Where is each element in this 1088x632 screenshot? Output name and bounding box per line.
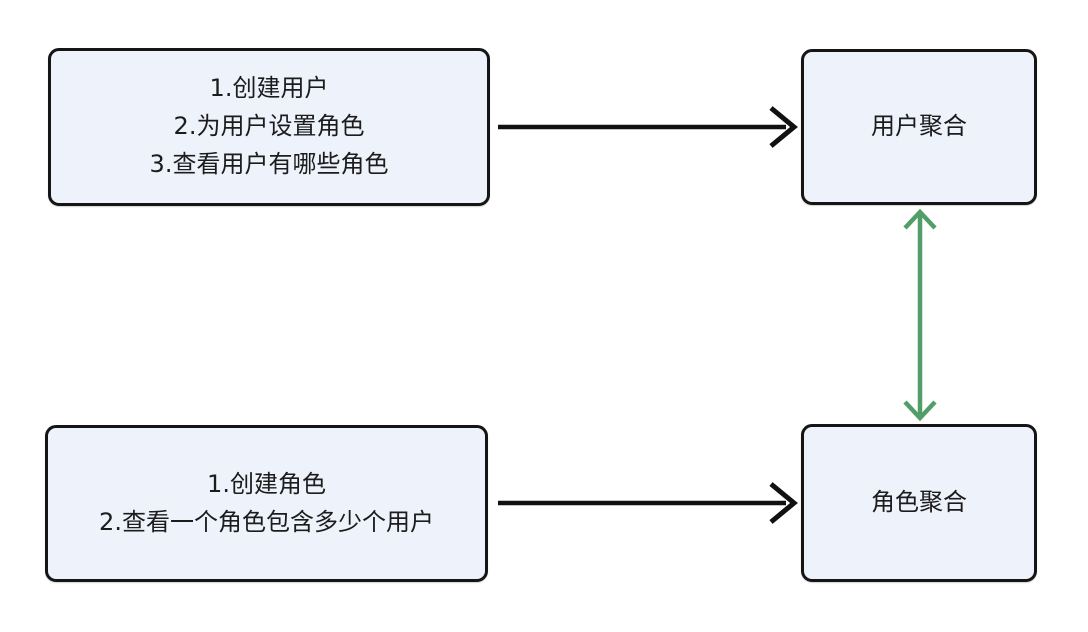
- user-commands-line-1: 1.创建用户: [209, 74, 329, 103]
- arrowhead-down-icon: [903, 400, 937, 422]
- user-commands-box: 1.创建用户 2.为用户设置角色 3.查看用户有哪些角色: [48, 48, 490, 206]
- arrow-user-aggregate-role-aggregate-link: [903, 208, 937, 422]
- arrowhead-right-icon: [769, 106, 798, 148]
- user-commands-line-2: 2.为用户设置角色: [173, 112, 365, 141]
- role-commands-line-1: 1.创建角色: [207, 469, 326, 498]
- arrow-role-tasks-to-role-aggregate: [498, 482, 798, 524]
- user-commands-line-3: 3.查看用户有哪些角色: [149, 149, 389, 178]
- user-aggregate-box: 用户聚合: [801, 49, 1037, 205]
- role-commands-box: 1.创建角色 2.查看一个角色包含多少个用户: [45, 425, 488, 582]
- arrowhead-up-icon: [903, 208, 937, 230]
- role-aggregate-box: 角色聚合: [801, 424, 1037, 582]
- arrowhead-right-icon: [769, 482, 798, 524]
- role-aggregate-label: 角色聚合: [871, 488, 967, 517]
- arrow-user-tasks-to-user-aggregate: [498, 106, 798, 148]
- user-aggregate-label: 用户聚合: [871, 112, 967, 141]
- role-commands-line-2: 2.查看一个角色包含多少个用户: [99, 507, 434, 536]
